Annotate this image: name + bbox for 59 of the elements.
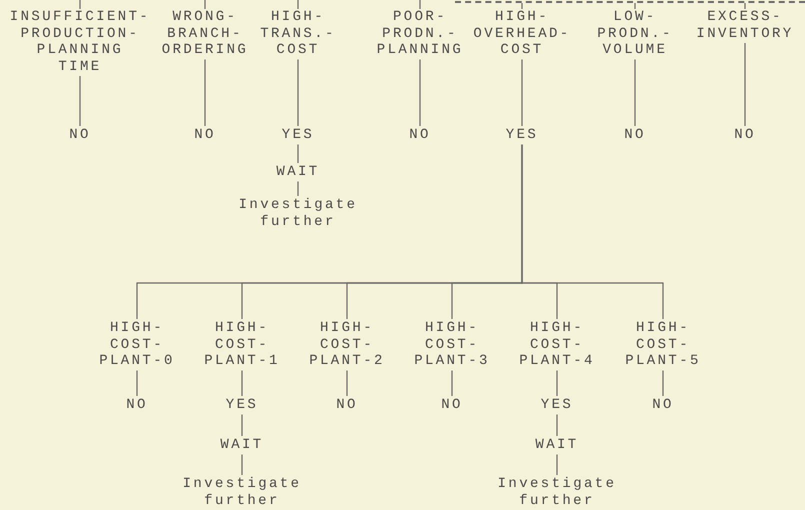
- tree-node-label: NO: [652, 397, 674, 414]
- tree-node-label: NO: [624, 127, 646, 144]
- tree-node-label: NO: [734, 127, 756, 144]
- connector-line: [556, 454, 558, 475]
- tree-node-label: HIGH-OVERHEAD-COST: [473, 9, 571, 58]
- tree-node-label: INSUFFICIENT-PRODUCTION-PLANNING TIME: [10, 9, 150, 75]
- tree-node-label: NO: [194, 127, 216, 144]
- tree-node-label: YES: [506, 127, 538, 144]
- tree-node-label: HIGH-COST-PLANT-3: [414, 320, 490, 370]
- connector-line: [204, 60, 206, 126]
- tree-node-label: NO: [336, 397, 358, 414]
- tree-node-label: WAIT: [220, 437, 264, 454]
- tree-node-label: HIGH-COST-PLANT-2: [309, 320, 385, 370]
- connector-line: [241, 454, 243, 475]
- tree-node-label: LOW-PRODN.-VOLUME: [597, 9, 673, 58]
- tree-node-label: WAIT: [535, 437, 579, 454]
- connector-line: [241, 414, 243, 436]
- connector-line: [521, 60, 523, 126]
- connector-line: [556, 414, 558, 436]
- connector-line: [451, 370, 453, 396]
- connector-line: [79, 0, 81, 9]
- tree-node-label: Investigate further: [238, 197, 358, 230]
- connector-line: [346, 370, 348, 396]
- tree-node-label: NO: [441, 397, 463, 414]
- connector-line: [297, 60, 299, 126]
- tree-node-label: WRONG-BRANCH-ORDERING: [162, 9, 248, 58]
- connector-line: [634, 60, 636, 126]
- connector-line: [634, 3, 636, 9]
- tree-node-label: Investigate further: [182, 476, 302, 509]
- connector-line: [744, 43, 746, 126]
- tree-node-label: YES: [226, 397, 258, 414]
- tree-node-label: WAIT: [276, 164, 320, 180]
- tree-node-label: HIGH-COST-PLANT-0: [99, 320, 175, 370]
- tree-node-label: EXCESS-INVENTORY: [696, 9, 794, 42]
- connector-line: [297, 182, 299, 196]
- tree-node-label: Investigate further: [498, 476, 616, 509]
- tree-node-label: HIGH-COST-PLANT-1: [204, 320, 280, 370]
- connector-line: [662, 370, 664, 396]
- connector-line: [136, 370, 138, 396]
- tree-node-label: POOR-PRODN.-PLANNING: [376, 9, 464, 58]
- connector-line: [744, 3, 746, 9]
- tree-node-label: YES: [282, 127, 314, 144]
- tree-node-label: NO: [126, 397, 148, 414]
- tree-node-label: HIGH-TRANS.-COST: [260, 9, 336, 58]
- tree-node-label: YES: [540, 397, 574, 414]
- connector-line: [419, 0, 421, 9]
- connector-line: [521, 3, 523, 9]
- connector-line: [556, 370, 558, 396]
- tree-node-label: HIGH-COST-PLANT-4: [519, 320, 595, 370]
- connector-line: [79, 76, 81, 126]
- connector-line: [297, 144, 299, 163]
- connector-line: [204, 0, 206, 9]
- connector-line: [241, 370, 243, 396]
- connector-line: [521, 144, 664, 319]
- tree-node-label: HIGH-COST-PLANT-5: [625, 320, 701, 370]
- connector-line: [297, 0, 299, 9]
- connector-line: [419, 60, 421, 126]
- tree-node-label: NO: [69, 127, 91, 144]
- tree-node-label: NO: [409, 127, 431, 144]
